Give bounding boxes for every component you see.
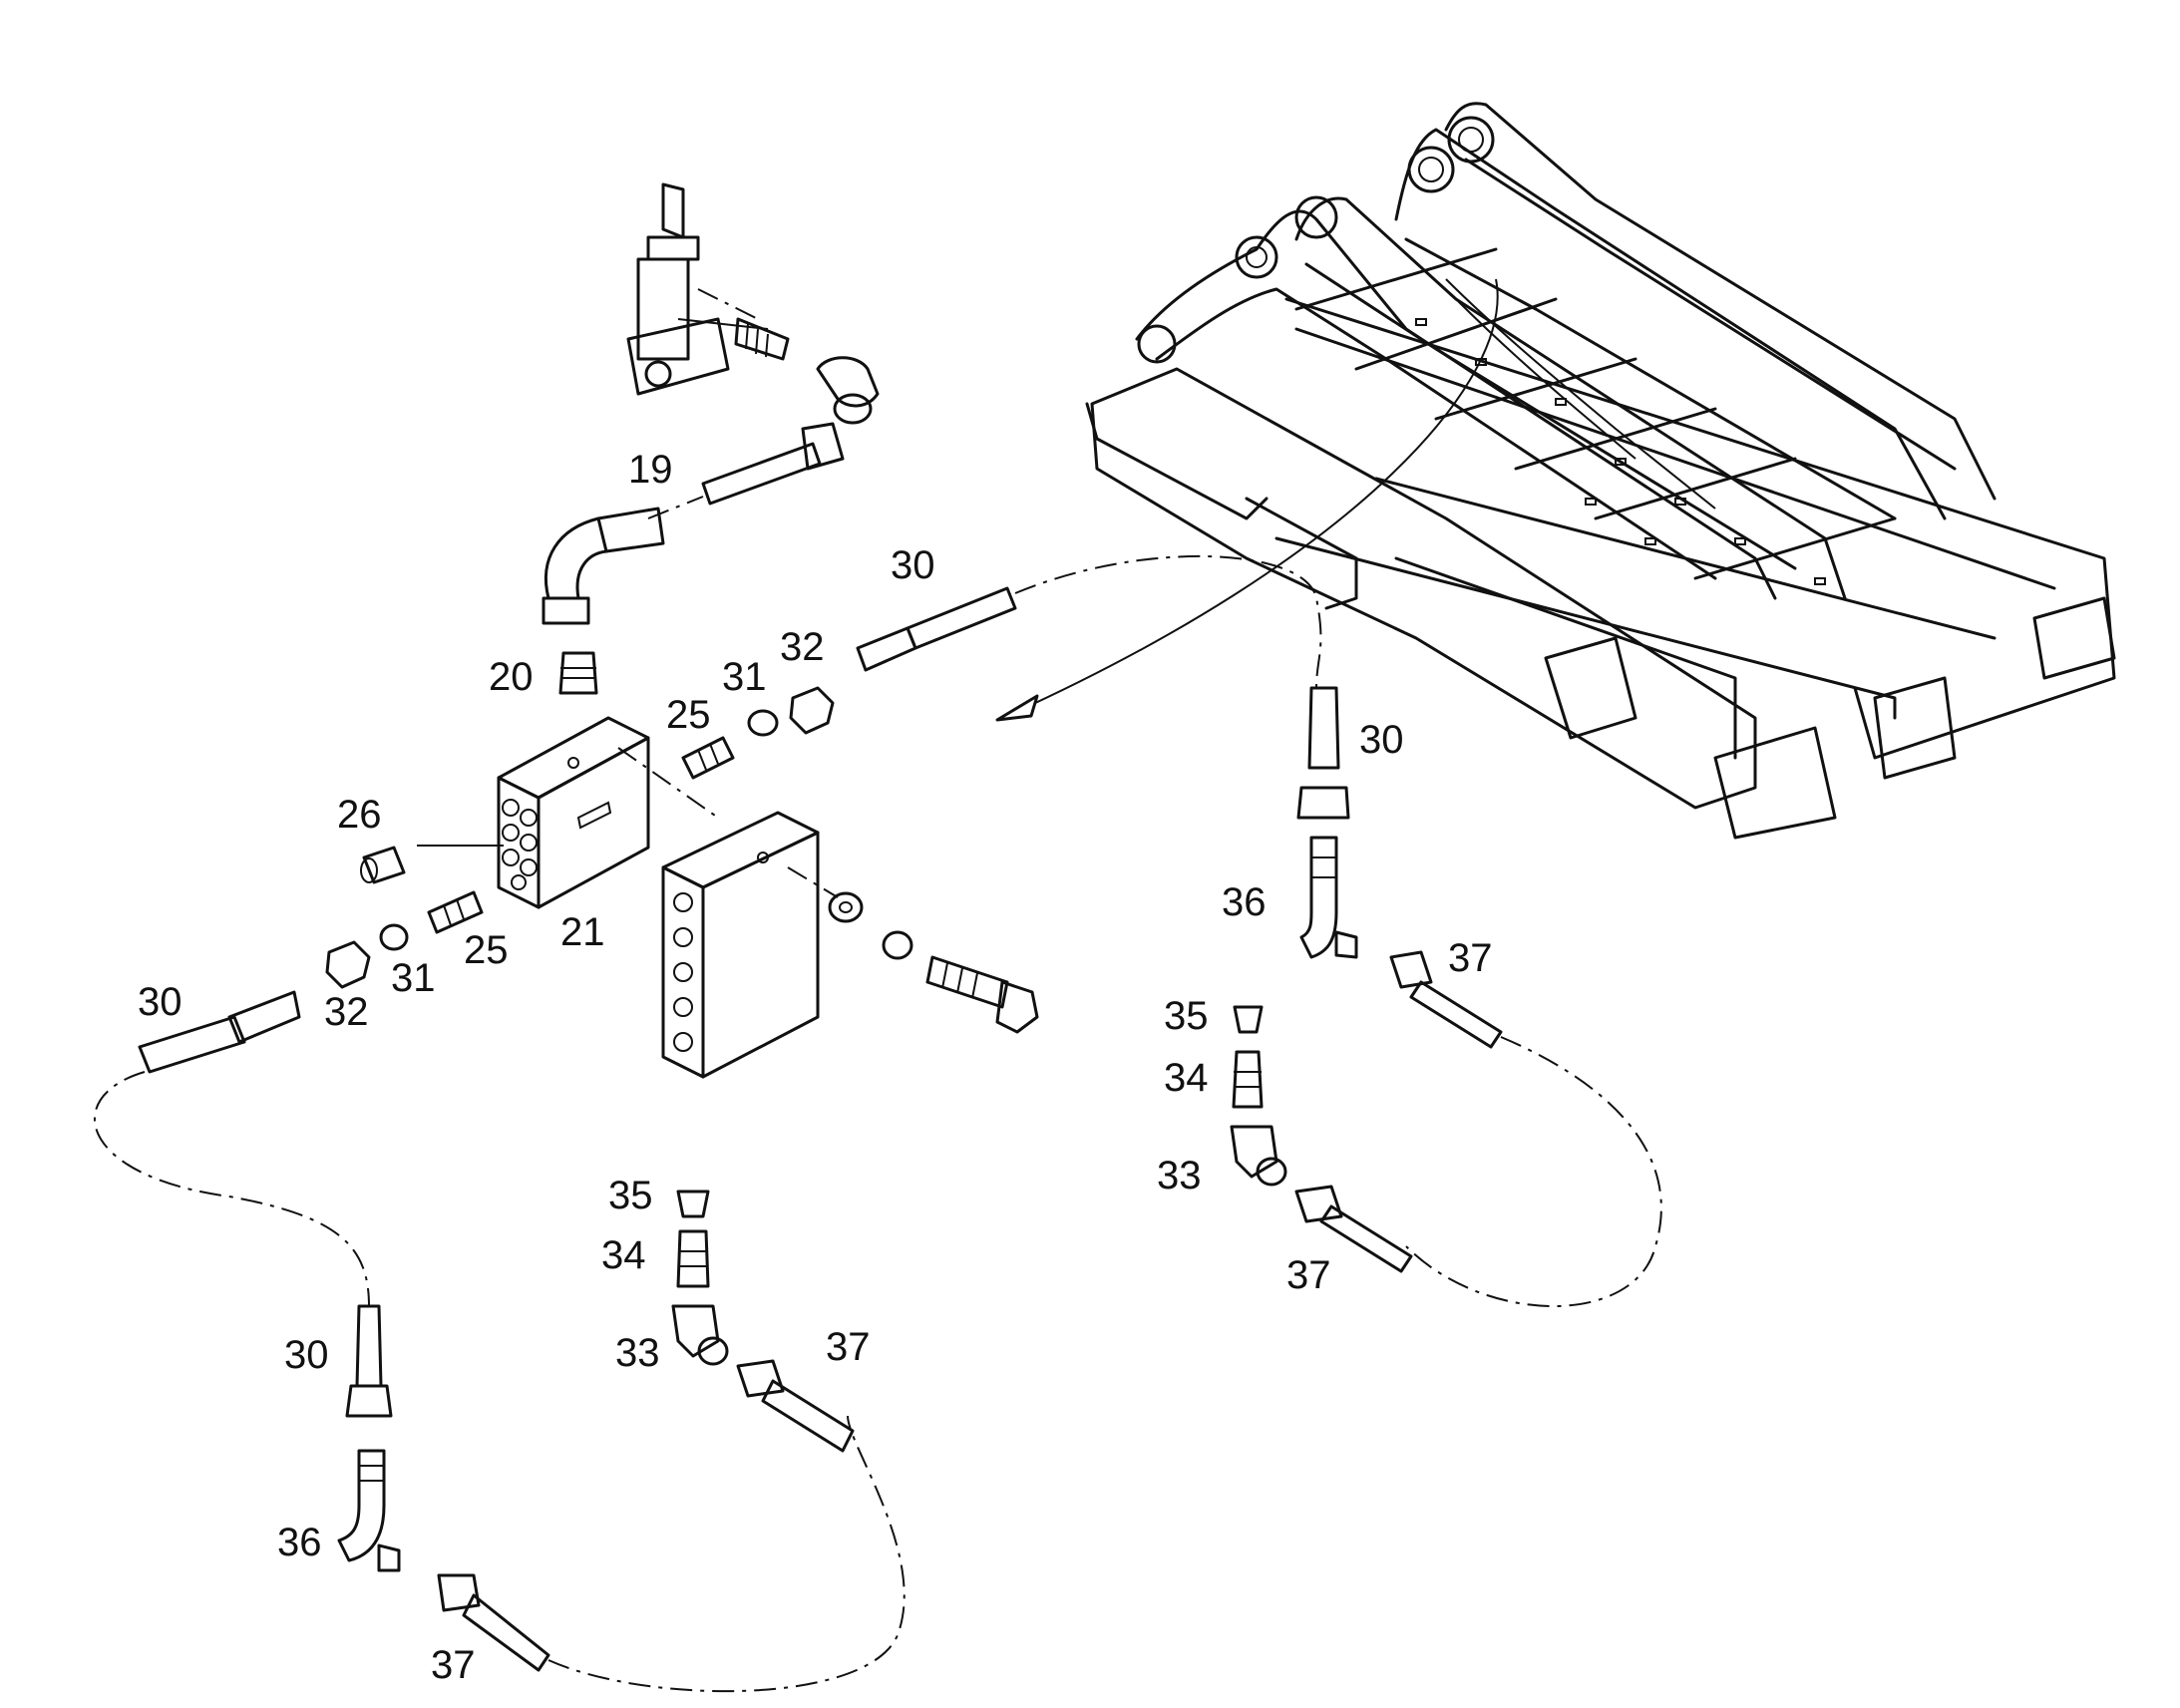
hose-37-right-upper — [1389, 950, 1662, 1307]
elbow-36-lower — [337, 1449, 401, 1572]
distribution-block-rear — [661, 811, 839, 1079]
callout-21: 21 — [560, 910, 605, 954]
callout-37-middle: 37 — [826, 1325, 871, 1369]
assembly-arrow — [1006, 278, 1499, 717]
ring-31-lower — [379, 923, 409, 951]
callout-25-upper: 25 — [666, 693, 711, 737]
arrow-head — [995, 694, 1039, 722]
fitting-25-upper — [681, 736, 735, 780]
distribution-block-21 — [497, 716, 719, 909]
callout-31-lower: 31 — [391, 956, 436, 1000]
callout-34-right: 34 — [1164, 1056, 1209, 1100]
hose-37-middle — [736, 1359, 855, 1453]
callout-30-top: 30 — [891, 543, 935, 587]
callouts: 19 30 20 32 31 25 30 26 21 25 31 32 30 3… — [138, 448, 1493, 1687]
hose-30-lower — [345, 1304, 393, 1418]
hose-30-upper — [856, 554, 1322, 689]
callout-37-right-upper: 37 — [1448, 936, 1493, 980]
lock-washer — [882, 930, 913, 960]
cap-35-middle — [676, 1190, 710, 1218]
nut-32-lower — [325, 940, 371, 989]
callout-35-middle: 35 — [608, 1174, 653, 1217]
callout-25-lower: 25 — [464, 928, 509, 972]
bolt — [925, 955, 1039, 1034]
fitting-25-lower — [427, 890, 484, 934]
callout-32-upper: 32 — [780, 625, 825, 669]
callout-19: 19 — [628, 448, 673, 492]
elbow-33-right — [1230, 1125, 1287, 1187]
hose-37-lower — [437, 1415, 906, 1693]
ring-31-upper — [747, 709, 779, 737]
callout-32-lower: 32 — [324, 990, 369, 1034]
elbow-connector — [816, 356, 880, 425]
washer — [828, 891, 864, 923]
fitting-20 — [558, 651, 598, 695]
pressure-valve — [626, 182, 769, 396]
callout-30-left: 30 — [138, 980, 182, 1024]
callout-35-right: 35 — [1164, 994, 1209, 1038]
nipple-34-middle — [676, 1229, 710, 1288]
hose-30-right — [1296, 686, 1350, 820]
callout-36-right: 36 — [1222, 880, 1267, 924]
elbow-33-middle — [671, 1304, 729, 1366]
callout-30-lower: 30 — [284, 1333, 329, 1377]
callout-30-right: 30 — [1359, 718, 1404, 762]
nut-32-upper — [789, 686, 835, 735]
machine-frame — [1085, 102, 2116, 840]
callout-31-upper: 31 — [722, 655, 767, 699]
callout-33-right: 33 — [1157, 1154, 1202, 1197]
hose-19 — [542, 422, 845, 625]
callout-33-middle: 33 — [615, 1331, 660, 1375]
callout-20: 20 — [489, 655, 534, 699]
callout-26: 26 — [337, 793, 382, 837]
elbow-36-right — [1299, 836, 1358, 959]
callout-36-lower: 36 — [277, 1521, 322, 1564]
hose-37-right-lower — [1294, 1185, 1413, 1273]
callout-34-middle: 34 — [601, 1233, 646, 1277]
callout-37-lower: 37 — [431, 1643, 476, 1687]
straight-connector — [734, 317, 790, 361]
nipple-34-right — [1232, 1050, 1264, 1109]
plug-26 — [360, 846, 406, 884]
cap-35-right — [1233, 1005, 1264, 1034]
hose-30-left — [93, 990, 370, 1307]
callout-37-right-lower: 37 — [1286, 1253, 1331, 1297]
